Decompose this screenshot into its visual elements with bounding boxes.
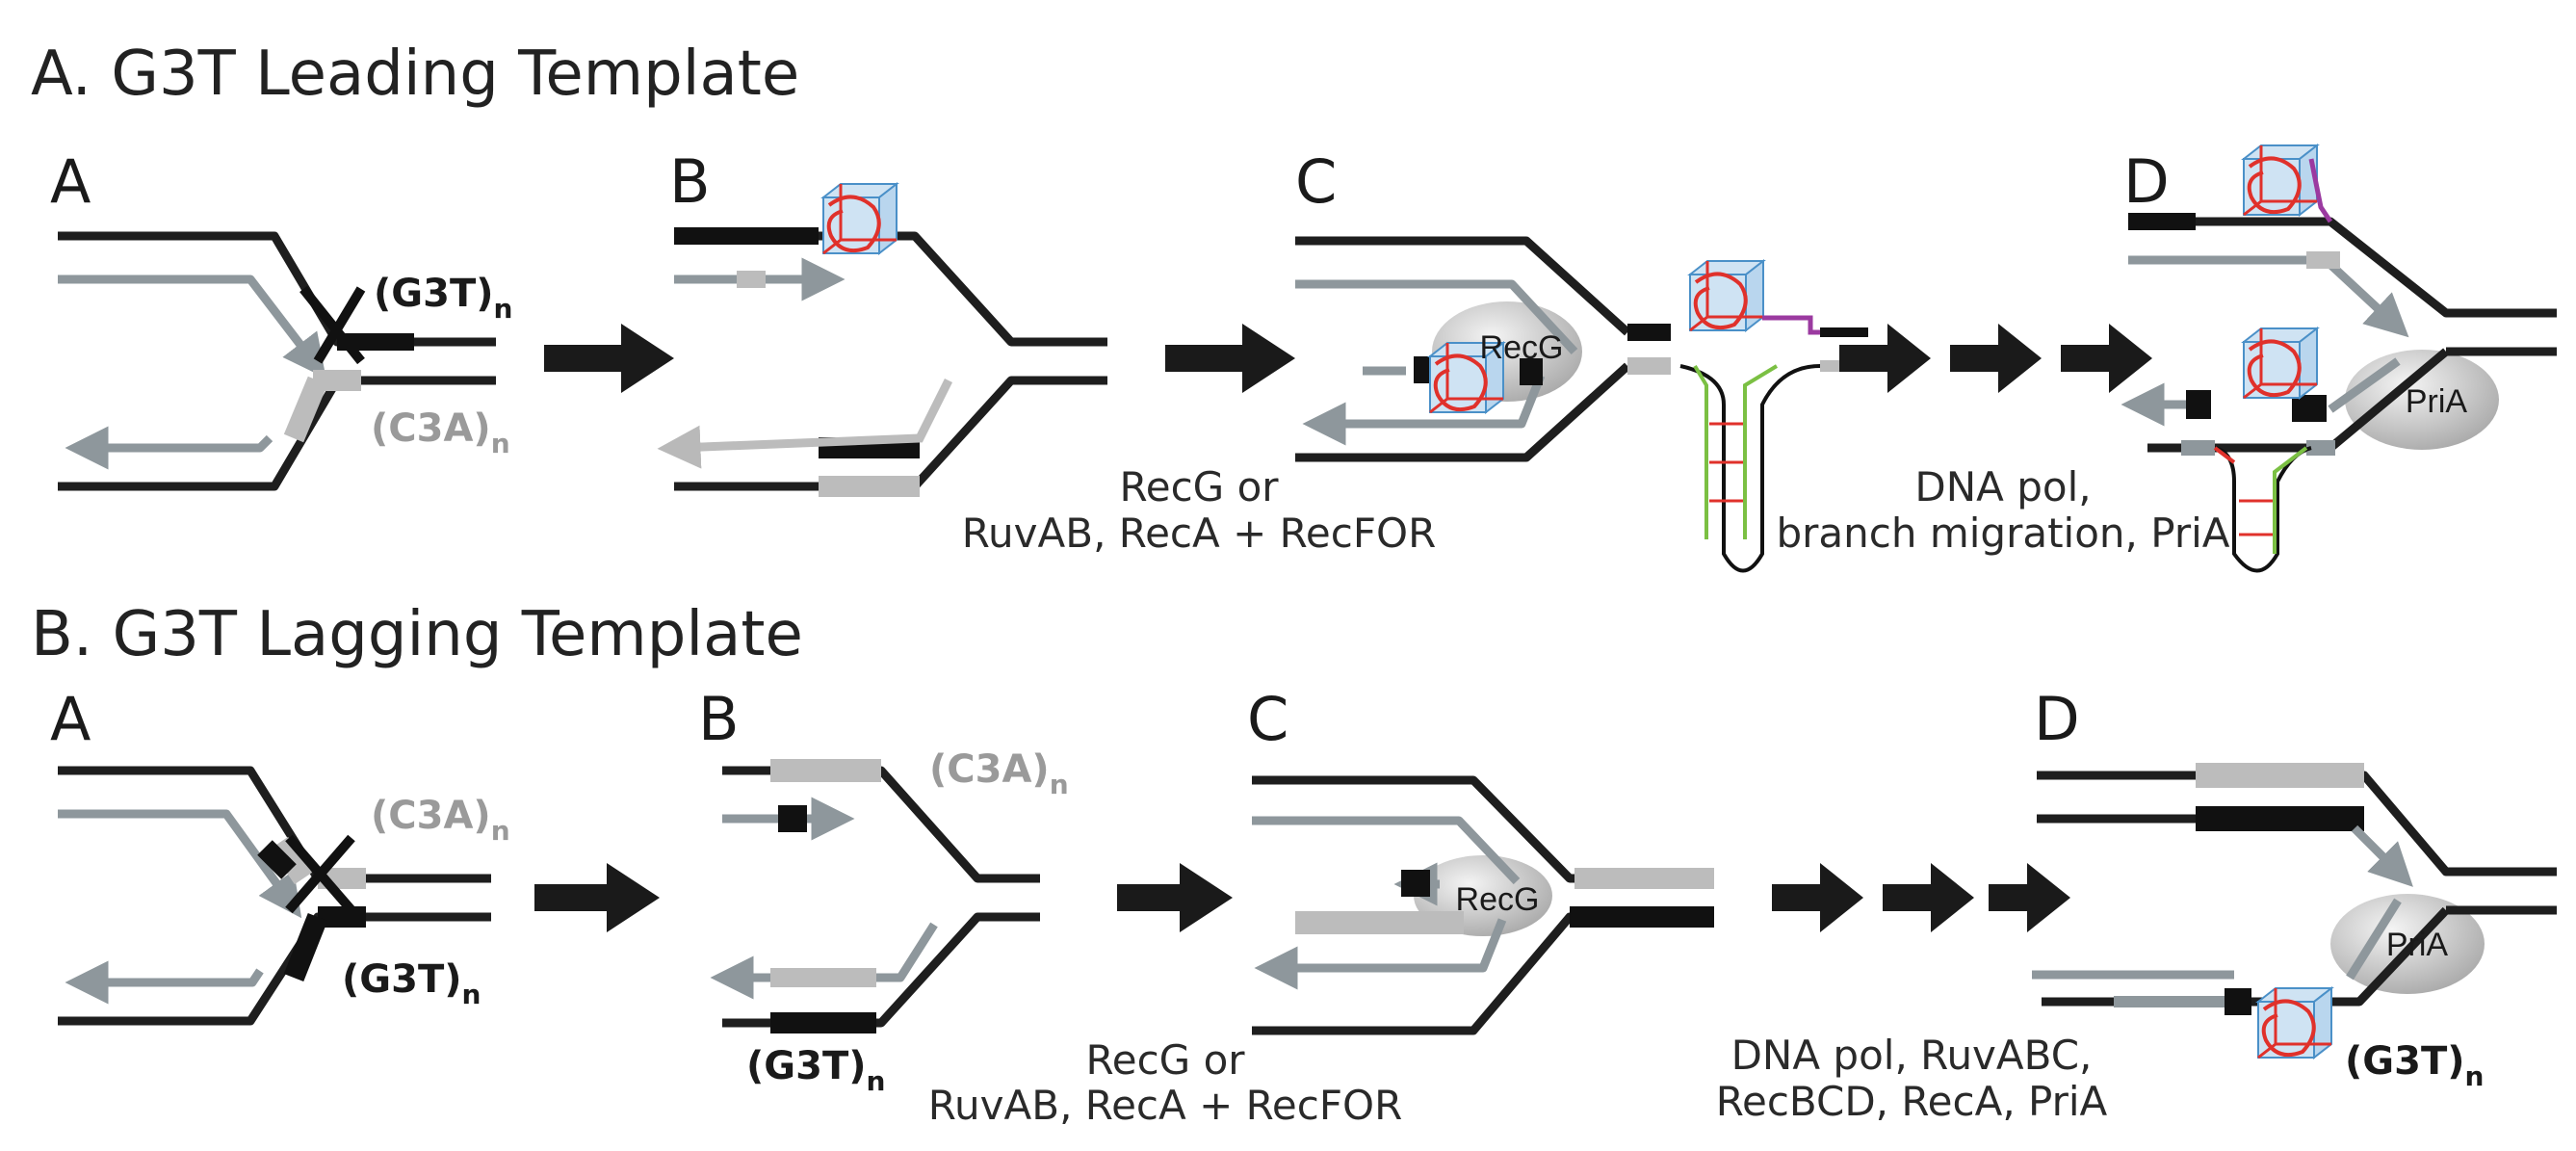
section-a-step-arrow-3a [1839, 324, 1931, 393]
section-a-title: A. G3T Leading Template [31, 39, 799, 110]
section-a-step1-line1: RecG or [1119, 463, 1279, 510]
section-a-step-arrow-2 [1165, 324, 1295, 393]
section-b-step-arrow-3b [1883, 863, 1974, 932]
section-a-panel-b-letter: B [669, 146, 711, 217]
section-b-panel-c-letter: C [1247, 684, 1288, 754]
section-b-c3a-label: (C3A)n [371, 794, 510, 847]
section-a-step2-line1: DNA pol, [1914, 463, 2091, 510]
section-a-panel-d-letter: D [2123, 146, 2170, 217]
section-b-step-arrow-3a [1772, 863, 1863, 932]
section-b-panel-d-fork [2032, 763, 2557, 1059]
section-b-g3t-label: (G3T)n [342, 957, 481, 1010]
section-b-panel-d-letter: D [2034, 684, 2080, 754]
section-a-c3a-label: (C3A)n [371, 406, 510, 459]
section-b-panel-a-fork [58, 766, 491, 1026]
section-b-panel-b-letter: B [698, 684, 740, 754]
section-b-step-arrow-3c [1989, 863, 2070, 932]
section-b-panel-b-c3a-label: (C3A)n [929, 747, 1069, 800]
section-b-step2-line2: RecBCD, RecA, PriA [1716, 1078, 2108, 1125]
section-b-panel-a-letter: A [50, 684, 91, 754]
section-b-panel-c-fork [1252, 775, 1714, 1035]
section-b-step1-line2: RuvAB, RecA + RecFOR [928, 1082, 1403, 1129]
section-a-panel-a-letter: A [50, 146, 91, 217]
section-b-panel-d-g3t-label: (G3T)n [2345, 1039, 2484, 1092]
section-b-pria-label: PriA [2386, 927, 2449, 963]
section-a-panel-b-fork [657, 182, 1107, 497]
pria-protein [2330, 894, 2485, 994]
section-b-panel-b-fork [710, 759, 1040, 1033]
section-a-recg-label: RecG [1480, 329, 1564, 366]
section-a-g3t-label: (G3T)n [374, 272, 512, 325]
section-b-recg-label: RecG [1456, 881, 1540, 918]
section-b-step1-line1: RecG or [1085, 1036, 1245, 1084]
section-a-panel-c-letter: C [1295, 146, 1337, 217]
section-a-step-arrow-3c [2061, 324, 2152, 393]
section-b-step-arrow-1 [534, 863, 660, 932]
section-a-step-arrow-1 [544, 324, 674, 393]
section-a-step-arrow-3b [1950, 324, 2042, 393]
section-a-step1-line2: RuvAB, RecA + RecFOR [962, 510, 1437, 557]
section-b-panel-b-g3t-label: (G3T)n [746, 1044, 885, 1097]
section-b-title: B. G3T Lagging Template [31, 599, 803, 670]
section-b-step-arrow-2 [1117, 863, 1233, 932]
section-a-pria-label: PriA [2406, 383, 2468, 420]
section-a-panel-d-fork [2121, 144, 2557, 573]
section-b-step2-line1: DNA pol, RuvABC, [1731, 1032, 2093, 1079]
section-a-step2-line2: branch migration, PriA [1776, 510, 2229, 557]
section-a-panel-a-fork [58, 231, 496, 491]
